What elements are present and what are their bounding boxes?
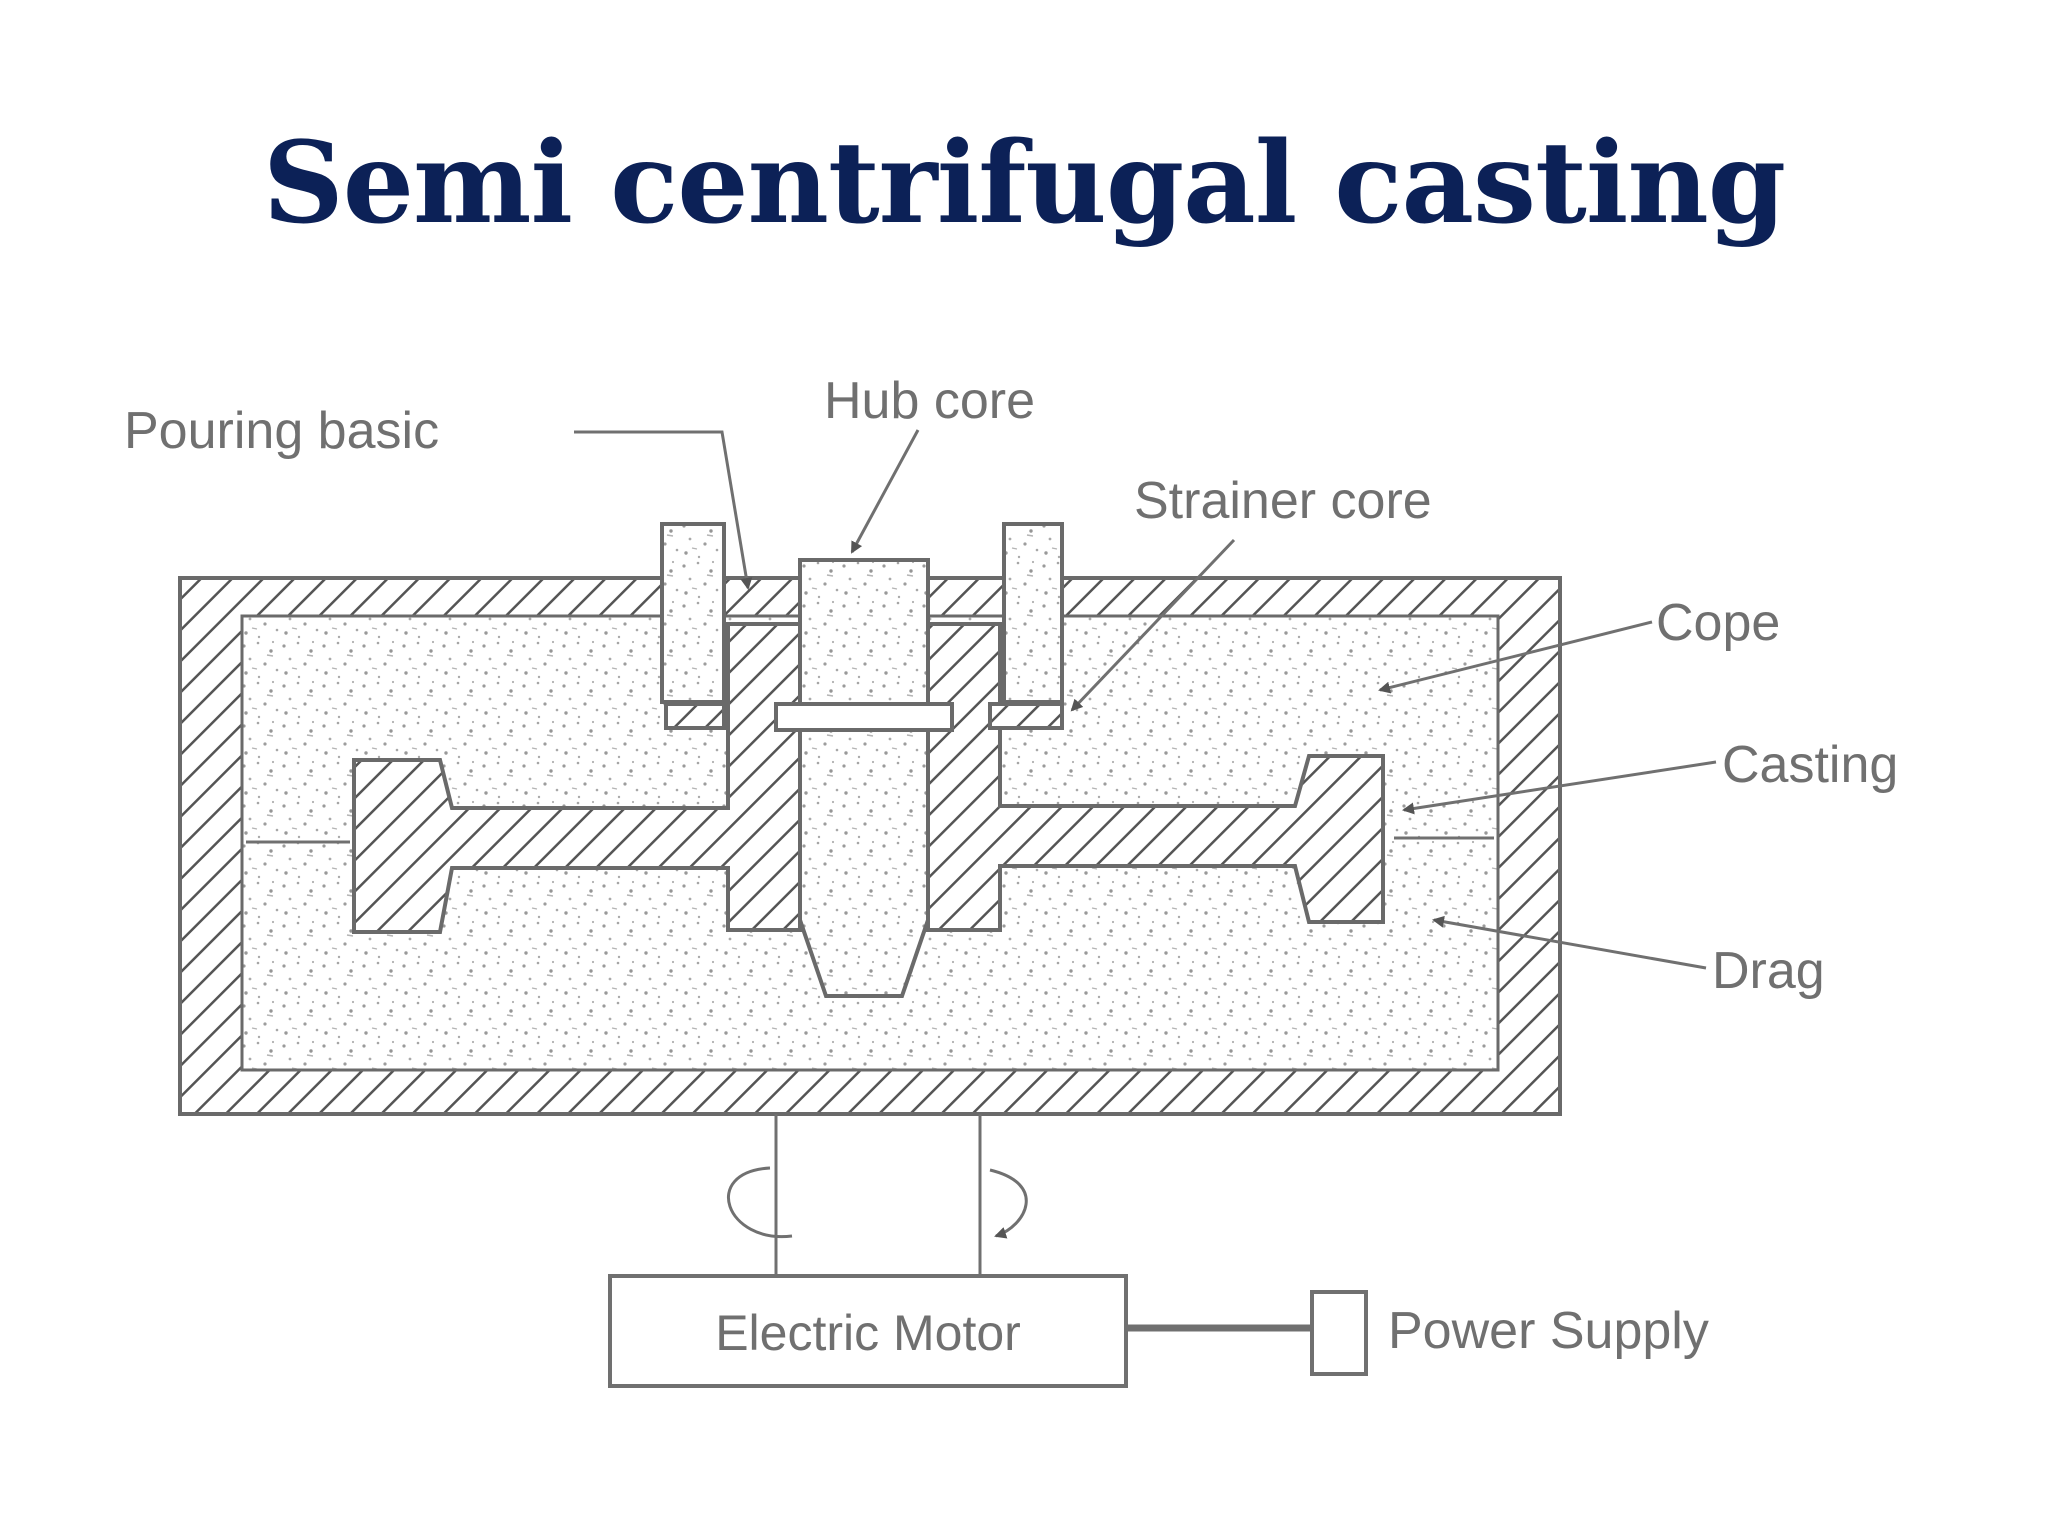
rotation-arrow-icon <box>727 1166 1028 1237</box>
casting-section <box>352 622 1385 934</box>
electric-motor-label: Electric Motor <box>715 1305 1021 1361</box>
cope-label: Cope <box>1656 594 1780 652</box>
power-supply-label: Power Supply <box>1388 1302 1709 1360</box>
casting-label: Casting <box>1722 736 1898 794</box>
strainer-cores <box>664 702 1064 730</box>
sprue-blocks <box>660 522 1064 704</box>
pouring-basin-label: Pouring basic <box>124 402 439 460</box>
power-supply-terminal <box>1310 1290 1368 1376</box>
hub-core-label: Hub core <box>824 372 1035 430</box>
motor-shaft <box>727 1114 1028 1276</box>
hub-core <box>774 558 954 998</box>
slide-title: Semi centrifugal casting <box>262 118 1786 249</box>
drag-label: Drag <box>1712 942 1825 1000</box>
strainer-core-label: Strainer core <box>1134 472 1432 530</box>
